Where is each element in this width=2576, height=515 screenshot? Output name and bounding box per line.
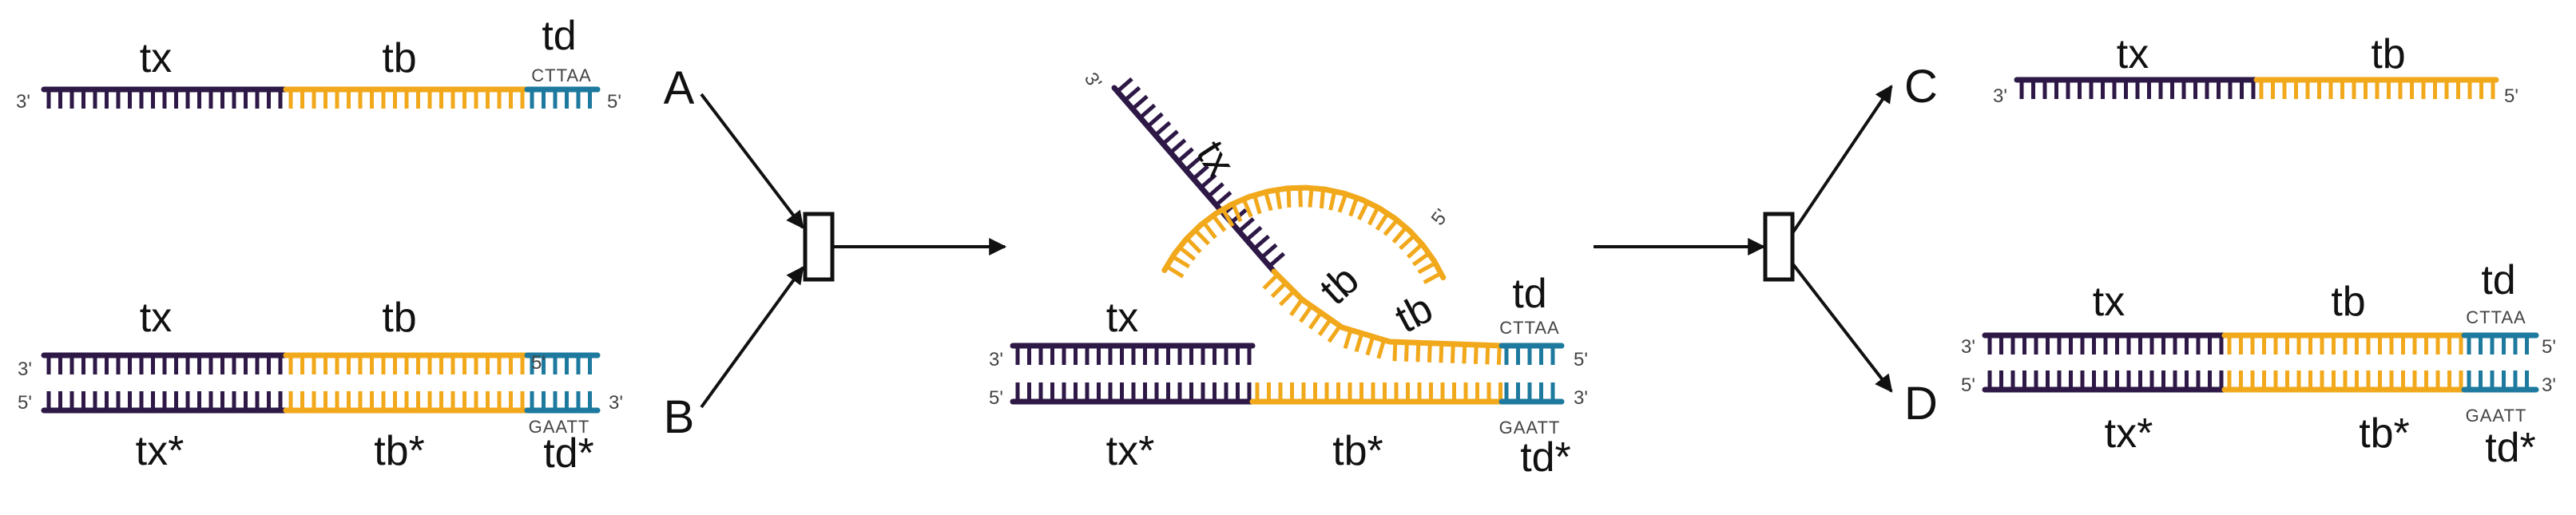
three-prime-end: 3' — [1993, 85, 2007, 107]
branch-migration-intermediate: 3' tx tb tb 5' td CTTAA tx 3' 5' 5' 3' G… — [989, 69, 1588, 481]
species-c-released-strand: tx tb 3' 5' — [1993, 31, 2518, 107]
domain-label-tx: tx — [140, 295, 172, 341]
strand-td-stub — [524, 352, 601, 374]
domain-label-tb: tb — [1311, 256, 1367, 314]
strand-tb-star — [283, 391, 530, 414]
five-prime-end: 5' — [2504, 85, 2518, 107]
reaction-2: C D — [1594, 61, 1938, 430]
strand-tx — [41, 86, 289, 109]
three-prime-end: 3' — [609, 392, 623, 414]
sequence-td-bottom: GAATT — [529, 417, 590, 437]
reaction-node-2 — [1763, 212, 1795, 282]
strand-tb — [283, 352, 530, 374]
three-prime-end: 3' — [1574, 387, 1588, 409]
domain-label-td: td — [2481, 257, 2515, 303]
reaction-1: A B — [664, 62, 1007, 443]
node-label-a: A — [664, 62, 695, 114]
strand-tx-star — [1982, 370, 2228, 393]
strand-tb-star — [1249, 382, 1505, 405]
strand-td-star — [524, 391, 601, 414]
domain-label-tx: tx — [140, 35, 172, 81]
domain-label-td-star: td* — [543, 430, 594, 477]
three-prime-end: 3' — [1080, 69, 1105, 93]
strand-tb-invading — [1262, 268, 1505, 365]
arrow-b-to-reaction — [700, 266, 804, 409]
three-prime-end: 3' — [18, 359, 32, 380]
strand-tx — [41, 352, 289, 374]
domain-label-td-star: td* — [2485, 425, 2536, 471]
domain-label-tb: tb — [382, 295, 416, 341]
strand-tb-displaced — [1161, 184, 1447, 284]
five-prime-end: 5' — [1574, 349, 1588, 370]
strand-tb — [2253, 77, 2499, 99]
sequence-td-top: CTTAA — [2466, 307, 2526, 327]
arrow-to-c — [1791, 85, 1893, 235]
species-b-duplex: tx tb 3' 5' 5' 3' GAATT tx* tb* td* — [18, 295, 623, 477]
three-prime-end: 3' — [1961, 336, 1975, 358]
sequence-td-top: CTTAA — [531, 65, 591, 85]
strand-tx-star — [1010, 382, 1256, 405]
domain-label-tx-star: tx* — [1106, 428, 1155, 474]
node-label-d: D — [1904, 378, 1938, 430]
strand-tb-star — [2221, 370, 2467, 393]
three-prime-end: 3' — [2542, 374, 2556, 396]
three-prime-end: 3' — [16, 91, 30, 113]
node-label-c: C — [1904, 61, 1938, 113]
domain-label-td: td — [1512, 271, 1546, 317]
five-prime-end: 5' — [531, 352, 546, 374]
reaction-node-1 — [803, 212, 835, 282]
strand-td — [524, 86, 601, 109]
domain-label-tx: tx — [1106, 295, 1138, 341]
domain-label-tx-star: tx* — [2105, 410, 2153, 457]
strand-tb — [2221, 332, 2467, 355]
strand-td — [2461, 332, 2539, 355]
sequence-td-bottom: GAATT — [1499, 418, 1561, 438]
strand-tx — [2014, 77, 2260, 99]
domain-label-td-star: td* — [1520, 434, 1571, 481]
domain-label-tb: tb — [382, 35, 416, 81]
domain-label-tb: tb — [2371, 31, 2405, 77]
domain-label-tb-star: tb* — [1332, 428, 1383, 474]
node-label-b: B — [664, 391, 695, 443]
domain-label-tx-star: tx* — [136, 428, 185, 474]
strand-td-star — [1498, 382, 1565, 405]
domain-label-tb-star: tb* — [2359, 410, 2410, 457]
arrow-to-d — [1791, 262, 1893, 393]
domain-label-tb-star: tb* — [374, 428, 425, 474]
strand-td-top — [1498, 343, 1565, 365]
strand-td-star — [2461, 370, 2539, 393]
sequence-td-bottom: GAATT — [2466, 406, 2527, 426]
strand-tx-star — [41, 391, 289, 414]
domain-label-td: td — [542, 13, 576, 59]
domain-label-tb: tb — [2331, 279, 2365, 325]
strand-tx — [1982, 332, 2228, 355]
domain-label-tx: tx — [2117, 31, 2149, 77]
arrow-a-to-reaction — [700, 93, 804, 229]
species-d-product-duplex: tx tb td CTTAA 3' 5' 5' 3' GAATT tx* tb*… — [1961, 257, 2556, 471]
five-prime-end: 5' — [607, 91, 621, 113]
five-prime-end: 5' — [1427, 205, 1453, 230]
species-a-invader-strand: 3' 5' tx tb td CTTAA — [16, 13, 621, 113]
five-prime-end: 5' — [989, 387, 1003, 409]
three-prime-end: 3' — [989, 349, 1003, 370]
strand-tb — [283, 86, 530, 109]
five-prime-end: 5' — [18, 392, 32, 414]
strand-tx — [1010, 343, 1256, 365]
sequence-td-top: CTTAA — [1499, 318, 1559, 338]
five-prime-end: 5' — [2542, 336, 2556, 358]
five-prime-end: 5' — [1961, 374, 1975, 396]
domain-label-tb: tb — [1388, 285, 1441, 343]
domain-label-tx: tx — [2093, 279, 2125, 325]
